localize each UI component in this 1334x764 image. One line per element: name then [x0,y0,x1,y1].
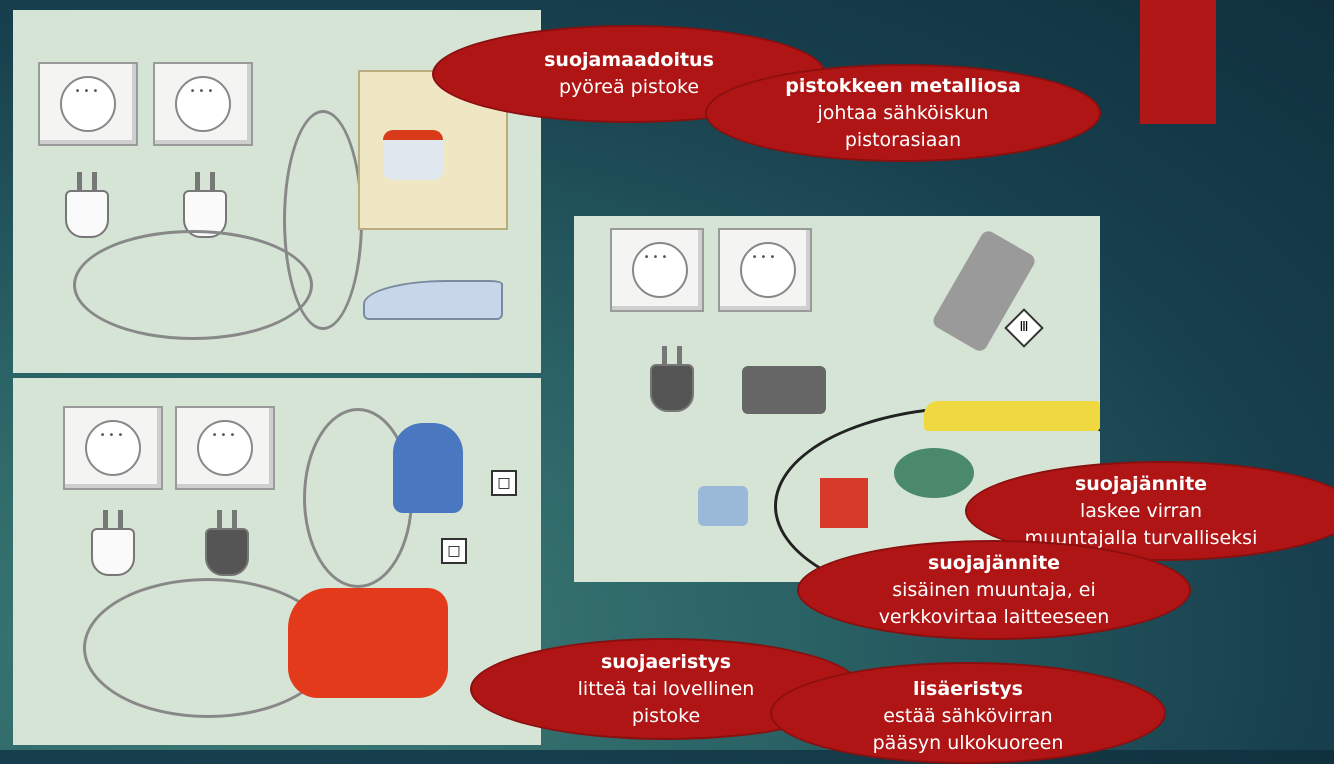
callout-lisaeristys: lisäeristys estää sähkövirran pääsyn ulkok… [770,662,1166,764]
callout-text: estää sähkövirran [883,704,1053,727]
plug-icon [91,510,135,576]
cord [73,230,313,340]
decorative-red-bar [1140,0,1216,124]
callout-text: sisäinen muuntaja, ei [892,578,1096,601]
class3-symbol-icon: Ⅲ [1004,308,1044,348]
class3-label: Ⅲ [1019,320,1029,335]
callout-text: johtaa sähköiskun [817,101,989,124]
socket-icon: ••• [175,406,275,490]
trees-icon [894,448,974,498]
callout-text: verkkovirtaa laitteeseen [878,605,1110,628]
callout-text: pistoke [631,704,701,727]
hair-dryer-icon [393,423,463,513]
callout-title: suojamaadoitus [544,49,714,71]
callout-text: pyöreä pistoke [558,76,700,98]
socket-icon: ••• [38,62,138,146]
socket-icon: ••• [63,406,163,490]
socket-icon: ••• [153,62,253,146]
socket-icon: ••• [610,228,704,312]
callout-text: muuntajalla turvalliseksi [1024,526,1258,549]
callout-pistokkeen-metalliosa: pistokkeen metalliosa johtaa sähköiskun pi… [705,64,1101,162]
callout-text: pistorasiaan [844,128,962,151]
callout-title: suojajännite [927,551,1061,574]
house-icon [820,478,868,528]
callout-suojajannite-sisainen: suojajännite sisäinen muuntaja, ei verkkov… [797,540,1191,640]
toy-train-icon [924,401,1100,431]
callout-title: lisäeristys [912,677,1023,700]
iron-icon [363,280,503,320]
socket-icon: ••• [718,228,812,312]
flat-plug-icon [205,510,249,576]
transformer-icon [742,366,826,414]
vacuum-cleaner-icon [288,588,448,698]
callout-text: litteä tai lovellinen [577,677,755,700]
class2-symbol-icon: □ [441,538,467,564]
callout-text: pääsyn ulkokuoreen [872,731,1064,754]
cord [283,110,363,330]
callout-title: suojaeristys [600,650,732,673]
illustration-insulated-appliances: ••• ••• □ □ [13,378,541,745]
class2-symbol-icon: □ [491,470,517,496]
callout-text: laskee virran [1079,499,1203,522]
grounded-plug-icon [65,172,109,238]
coffee-pot-icon [383,130,443,180]
callout-title: pistokkeen metalliosa [785,74,1021,97]
controller-icon [698,486,748,526]
flat-plug-icon [650,346,694,412]
callout-title: suojajännite [1074,472,1208,495]
